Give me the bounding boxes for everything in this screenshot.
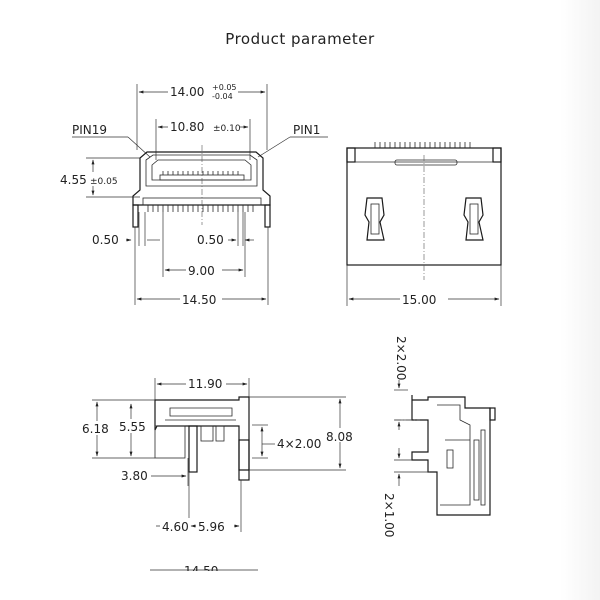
dim-14-50-partial-clip: 14.50 (184, 564, 218, 578)
dim-14-00-tol-lower: -0.04 (212, 92, 233, 101)
top-view: 15.00 (346, 142, 502, 307)
dim-11-90: 11.90 (188, 377, 222, 391)
dim-14-50: 14.50 (182, 293, 216, 307)
dim-5-96: 5.96 (198, 520, 225, 534)
dim-2x1-00: 2×1.00 (382, 493, 396, 537)
dim-10-80: 10.80 (170, 120, 204, 134)
pcb-view: 2×2.00 2×1.00 (382, 336, 496, 537)
dim-0-50-right: 0.50 (197, 233, 224, 247)
pin19-label: PIN19 (72, 123, 107, 137)
dim-14-50-partial: 14.50 (184, 564, 218, 578)
dim-8-08: 8.08 (326, 430, 353, 444)
pin1-label: PIN1 (293, 123, 320, 137)
dim-4-55: 4.55 (60, 173, 87, 187)
dim-4-55-tol: ±0.05 (90, 177, 118, 187)
page-title: Product parameter (225, 30, 375, 48)
dim-4-60: 4.60 (162, 520, 189, 534)
dim-15-00: 15.00 (402, 293, 436, 307)
dim-10-80-tol: ±0.10 (213, 124, 241, 134)
dim-14-00-tol-upper: +0.05 (212, 83, 237, 92)
side-view: 11.90 6.18 5.55 3.80 8.08 (80, 376, 358, 578)
dim-4x2-00: 4×2.00 (277, 437, 321, 451)
dim-0-50-left: 0.50 (92, 233, 119, 247)
dim-6-18: 6.18 (82, 422, 109, 436)
dim-2x2-00: 2×2.00 (394, 336, 408, 380)
dim-5-55: 5.55 (119, 420, 146, 434)
page-edge-shadow (560, 0, 600, 600)
front-view: 14.00 +0.05 -0.04 PIN19 PIN1 10.80 ±0.10… (58, 83, 328, 307)
dim-14-00: 14.00 (170, 85, 204, 99)
dim-3-80: 3.80 (121, 469, 148, 483)
dim-9-00: 9.00 (188, 264, 215, 278)
